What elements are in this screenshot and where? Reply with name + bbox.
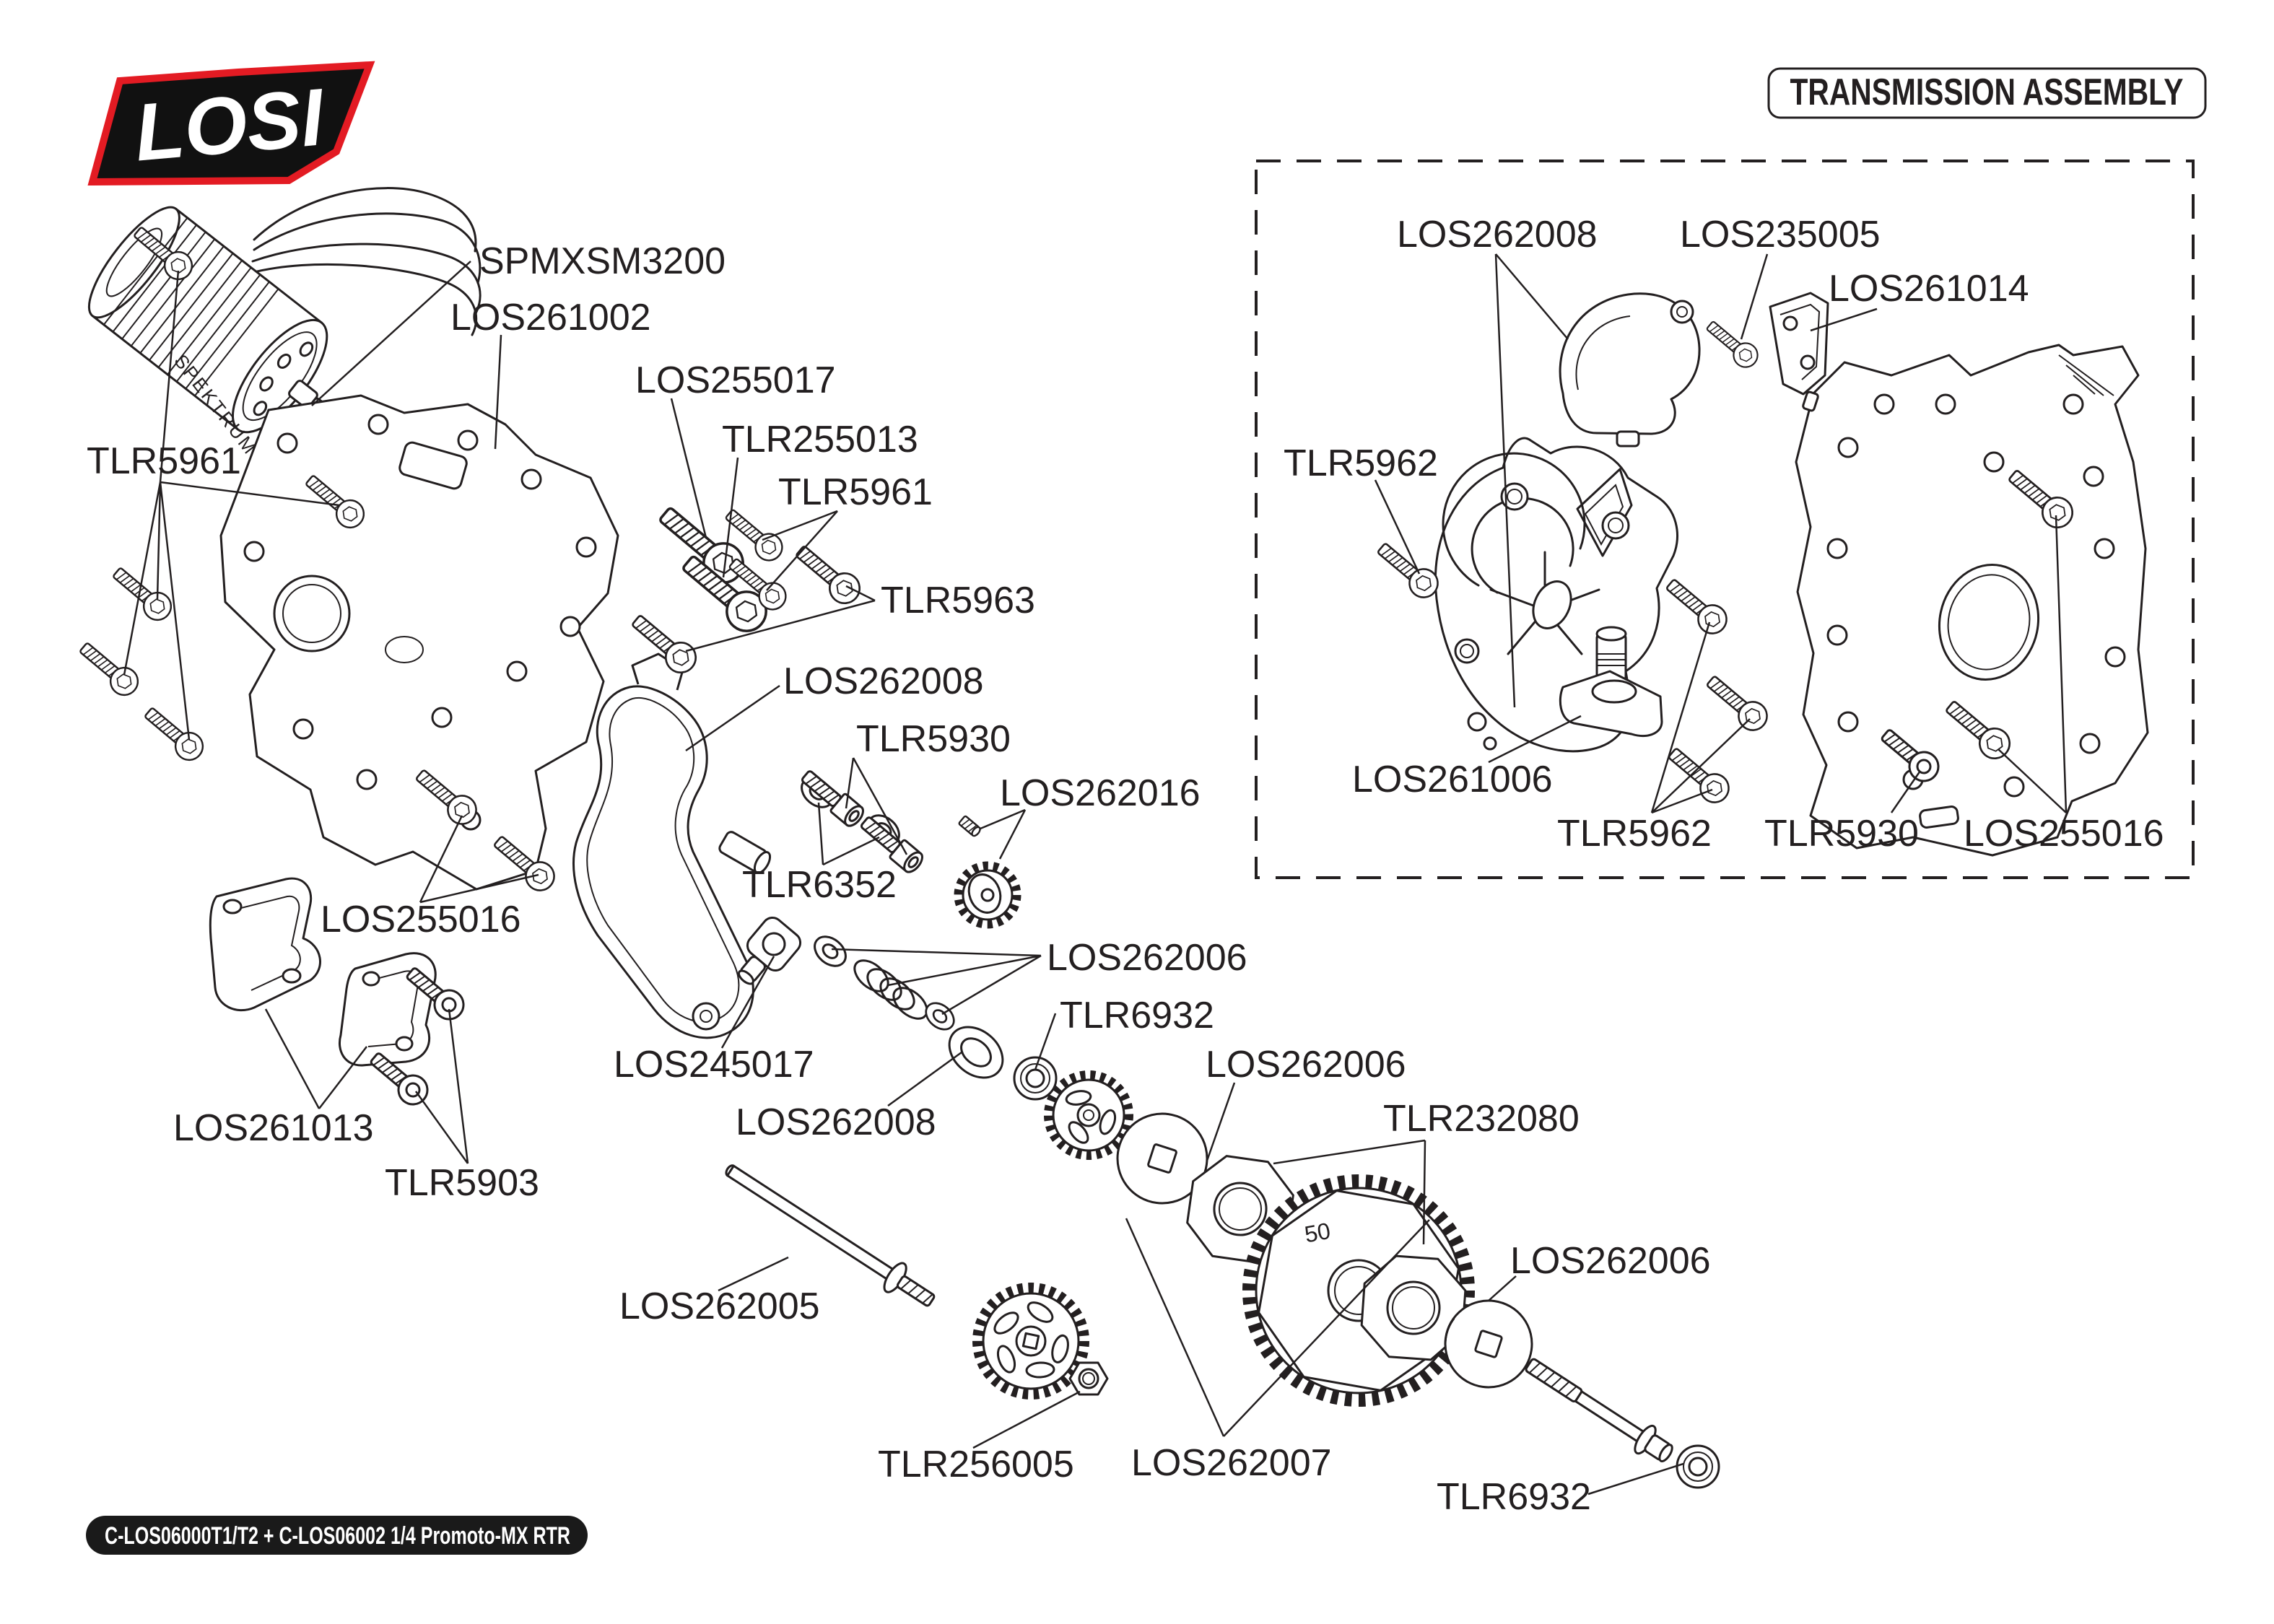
part-label-tlr6932-a: TLR6932 (1060, 995, 1214, 1036)
slipper-spring-set (737, 916, 1058, 1101)
losi-logo-shield (87, 61, 375, 186)
part-label-tlr255013: TLR255013 (722, 419, 918, 460)
part-label-los262007: LOS262007 (1131, 1442, 1332, 1484)
part-label-los255017: LOS255017 (635, 359, 836, 401)
motor-clamp-1 (209, 877, 321, 1012)
part-label-tlr5962-b: TLR5962 (1557, 813, 1712, 855)
cap-screws-and-washers (795, 765, 927, 877)
inset-detail-box (1255, 160, 2195, 879)
chassis-plate-drawing (1795, 344, 2149, 857)
brake-bracket-drawing (1769, 292, 1829, 412)
spur-tooth-count-mark: 50 (1302, 1218, 1332, 1248)
footer-kit-label-text: C-LOS06000T1/T2 + C-LOS06002 1/4 Promoto… (105, 1522, 570, 1550)
part-labels: SPMXSM3200 LOS261002 TLR5961 LOS255017 T… (87, 214, 2164, 1518)
title-box: TRANSMISSION ASSEMBLY (1767, 67, 2207, 119)
part-label-los255016-b: LOS255016 (1964, 813, 2164, 855)
part-label-los261014: LOS261014 (1829, 268, 2029, 310)
part-label-tlr6352: TLR6352 (742, 864, 897, 906)
part-label-los262005: LOS262005 (619, 1285, 820, 1327)
clutch-cam (737, 916, 802, 985)
motor-plate-drawing (219, 394, 619, 891)
part-label-los262016: LOS262016 (1000, 772, 1201, 814)
outdrive-ring (948, 1026, 1004, 1079)
chain-guard-drawing (572, 652, 772, 1039)
part-label-los261002: LOS261002 (450, 297, 651, 339)
leader-lines (123, 253, 2068, 1496)
slipper-top-gear-drawing (1044, 1070, 1133, 1160)
motor-clamp-2 (339, 952, 437, 1067)
shaft-post-drawing (1559, 626, 1663, 738)
pinion-set-screw (957, 814, 983, 839)
part-label-tlr232080: TLR232080 (1383, 1098, 1580, 1140)
part-label-tlr5930-a: TLR5930 (856, 718, 1011, 760)
part-label-tlr5961-b: TLR5961 (778, 471, 933, 513)
part-label-tlr256005: TLR256005 (878, 1444, 1074, 1485)
slipper-bolt-drawing (1525, 1358, 1720, 1489)
part-label-los262006-b: LOS262006 (1206, 1044, 1406, 1086)
part-label-los262006-c: LOS262006 (1510, 1240, 1711, 1282)
part-label-los255016-a: LOS255016 (321, 899, 521, 940)
top-shaft-drawing (725, 1164, 936, 1307)
part-label-tlr5961-a: TLR5961 (87, 440, 241, 482)
losi-logo-text: LOSI (131, 71, 329, 178)
page-title: TRANSMISSION ASSEMBLY (1790, 71, 2184, 113)
footer-kit-label: C-LOS06000T1/T2 + C-LOS06002 1/4 Promoto… (86, 1516, 588, 1555)
part-label-tlr5963: TLR5963 (881, 580, 1035, 621)
part-label-los261013: LOS261013 (173, 1107, 374, 1149)
part-label-los235005: LOS235005 (1680, 214, 1881, 256)
part-label-los261006: LOS261006 (1352, 759, 1553, 800)
gear-cover-drawing (1559, 292, 1701, 448)
part-label-los262008-b: LOS262008 (736, 1101, 936, 1143)
part-label-los245017: LOS245017 (614, 1044, 814, 1086)
part-label-tlr5903: TLR5903 (385, 1162, 539, 1204)
part-label-tlr5930-b: TLR5930 (1764, 813, 1919, 855)
title-box-frame (1767, 67, 2207, 119)
part-label-tlr5962-a: TLR5962 (1284, 442, 1438, 484)
low-gear-drawing (972, 1283, 1089, 1400)
part-label-tlr6932-b: TLR6932 (1437, 1476, 1591, 1518)
losi-logo: LOSI (87, 61, 375, 186)
slipper-plate-front (1116, 1112, 1208, 1205)
slipper-bearing-front (1013, 1056, 1058, 1101)
part-label-los262008-c: LOS262008 (1397, 214, 1598, 256)
footer-kit-label-bg (86, 1516, 588, 1555)
part-label-los262008-a: LOS262008 (783, 660, 984, 702)
part-label-spmxsm3200: SPMXSM3200 (479, 240, 726, 282)
slipper-pad-2 (1360, 1254, 1467, 1361)
slipper-hub-plate (1444, 1299, 1533, 1389)
pinion-gear-drawing (954, 814, 1021, 929)
part-label-los262006-a: LOS262006 (1047, 937, 1247, 979)
lock-nut (1068, 1361, 1109, 1396)
slipper-bearing-rear (1676, 1444, 1720, 1489)
slipper-spring (853, 959, 928, 1020)
